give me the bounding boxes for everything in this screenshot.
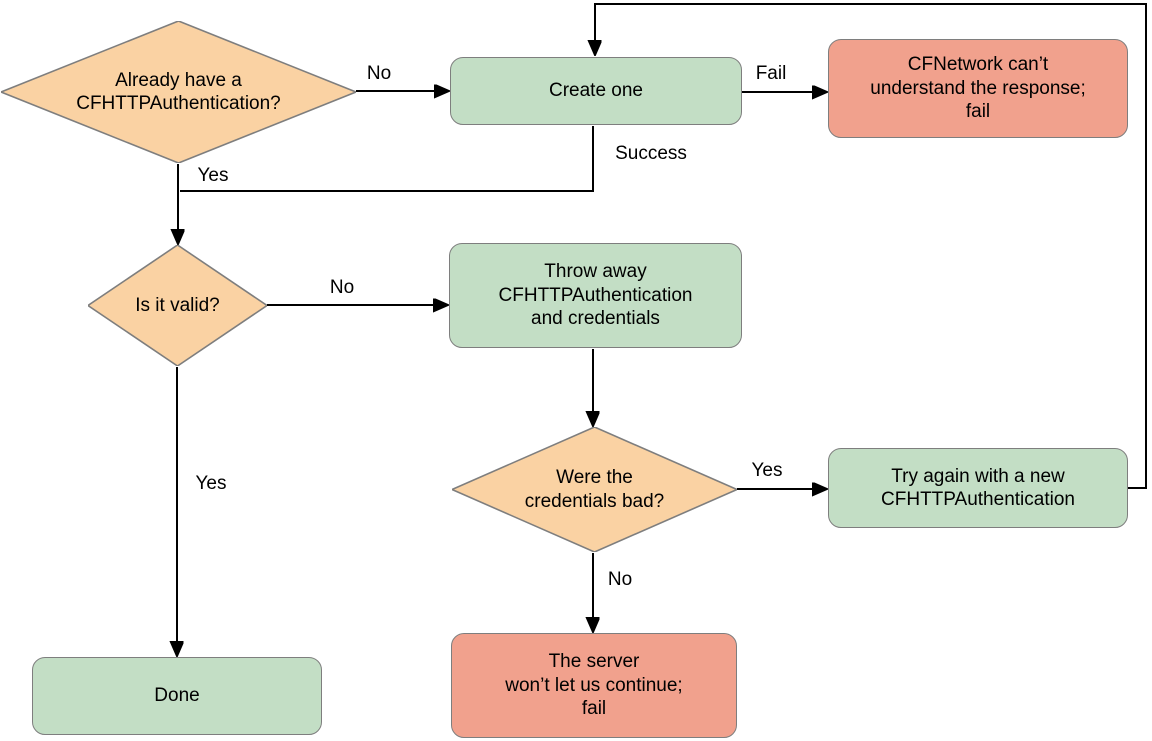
terminal-cfnetwork-fail: CFNetwork can’t understand the response;… <box>828 39 1128 138</box>
edge-label-d1-no: No <box>366 63 392 84</box>
decision-already-have-auth: Already have a CFHTTPAuthentication? <box>1 21 356 163</box>
terminal-server-fail: The server won’t let us continue; fail <box>451 633 737 738</box>
diamond-shape <box>1 21 356 163</box>
node-label: Already have a CFHTTPAuthentication? <box>76 69 281 114</box>
node-label: Done <box>154 685 200 707</box>
node-label: Try again with a new CFHTTPAuthenticatio… <box>881 465 1075 510</box>
process-create-one: Create one <box>450 57 742 125</box>
node-label: Throw away CFHTTPAuthentication and cred… <box>498 261 693 330</box>
diamond-shape <box>452 427 737 552</box>
edge-label-d1-yes: Yes <box>197 165 229 186</box>
node-label: Were the credentials bad? <box>524 467 665 512</box>
diamond-shape <box>88 245 267 366</box>
node-label: CFNetwork can’t understand the response;… <box>870 54 1086 123</box>
process-throw-away: Throw away CFHTTPAuthentication and cred… <box>449 243 742 348</box>
edge-label-create-success: Success <box>615 143 687 164</box>
edge-label-d2-yes: Yes <box>195 473 227 494</box>
edge-try-again-loop-to-create <box>595 3 1147 489</box>
node-label: Is it valid? <box>135 294 220 316</box>
edge-label-create-fail: Fail <box>755 63 787 84</box>
process-done: Done <box>32 657 322 735</box>
node-label: Create one <box>548 80 643 102</box>
edge-label-d3-no: No <box>607 569 633 590</box>
edge-label-d3-yes: Yes <box>751 460 783 481</box>
process-try-again: Try again with a new CFHTTPAuthenticatio… <box>828 448 1128 528</box>
decision-credentials-bad: Were the credentials bad? <box>452 427 737 552</box>
decision-is-it-valid: Is it valid? <box>88 245 267 366</box>
edge-create-success-elbow <box>180 126 594 192</box>
edge-label-d2-no: No <box>329 277 355 298</box>
node-label: The server won’t let us continue; fail <box>505 651 683 720</box>
